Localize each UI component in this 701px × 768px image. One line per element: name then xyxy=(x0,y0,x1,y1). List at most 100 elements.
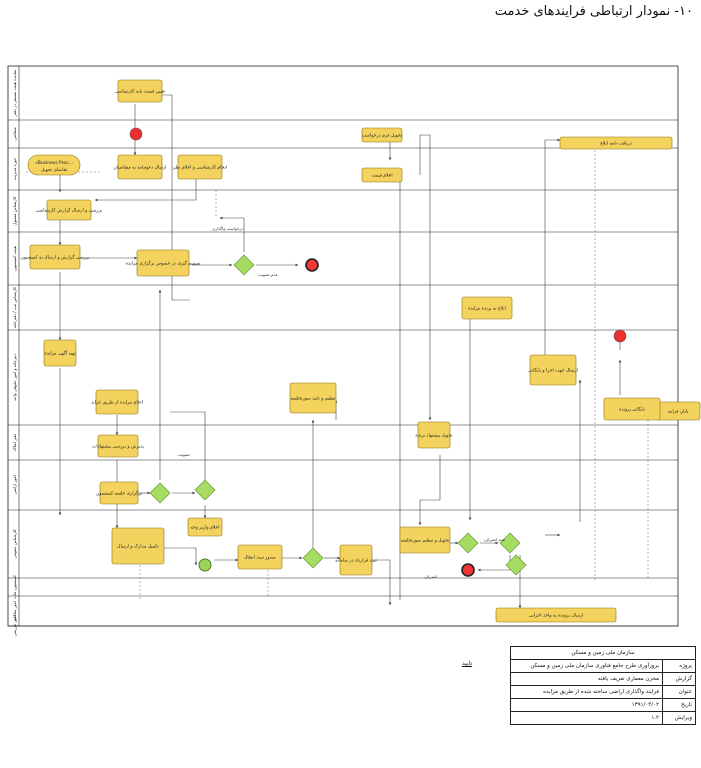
task-box[interactable]: بررسی گزارش و ارسال به کمیسیون xyxy=(21,244,90,270)
flow-line xyxy=(418,455,441,526)
process-tag-line1: «Business Proc... xyxy=(35,160,73,166)
task-label: بررسی و ارسال گزارش کارشناسی xyxy=(36,207,102,214)
flow-line xyxy=(419,134,432,421)
lane-label: کارشناس ثبت / دفترخانه xyxy=(12,287,17,328)
task-label: انجام کارشناسی و اعلام نظر xyxy=(172,165,227,171)
lane-label: دفتر املاک xyxy=(12,433,17,451)
task-box[interactable]: اعلام قیمت xyxy=(361,167,403,183)
flow-label: درخواست واگذاری xyxy=(212,226,243,231)
lane-label: دبیرخانه و امور حقوقی واحد xyxy=(12,354,17,401)
info-value: فرایند واگذاری اراضی ساخته شده از طریق م… xyxy=(510,685,663,699)
task-box[interactable]: ارسال پرونده به واحد اجرایی xyxy=(495,607,617,623)
flow-label: انصراف xyxy=(424,574,437,579)
task-label: ابلاغ به برنده مزایده xyxy=(468,306,506,312)
task-box[interactable]: بایگانی پرونده xyxy=(603,397,661,421)
lane-label: امور اراضی xyxy=(12,475,17,494)
gateway-diamond xyxy=(505,554,527,576)
task-label: تهیه آگهی مزایده xyxy=(44,350,76,357)
task-label: پایان فرایند xyxy=(668,410,690,415)
task-box[interactable]: صدور سند انتقال xyxy=(237,544,283,570)
info-value: بروزآوری طرح جامع فناوری سازمان ملی زمین… xyxy=(510,659,663,673)
flow-line xyxy=(94,172,197,202)
info-value: ۱.۲ xyxy=(510,711,663,725)
task-label: بایگانی پرونده xyxy=(619,406,645,413)
gateway-diamond xyxy=(499,532,521,554)
side-note: تایید xyxy=(462,660,473,667)
task-label: ارسال جهت اجرا و بایگانی xyxy=(528,367,578,374)
flow-line xyxy=(219,216,245,252)
end-event xyxy=(305,258,319,272)
task-label: تنظیم و تایید صورتجلسه xyxy=(290,397,336,402)
task-label: اعلام مزایده از طریق جراید xyxy=(91,401,143,406)
task-label: تحویل فرم درخواست xyxy=(362,134,403,139)
info-key: پروژه xyxy=(662,659,696,673)
task-label: اعلام واریز وجه xyxy=(191,526,220,531)
task-box[interactable]: انجام کارشناسی و اعلام نظر xyxy=(172,154,227,180)
task-box[interactable]: تنظیم و تایید صورتجلسه xyxy=(289,382,336,414)
task-box[interactable]: بررسی و ارسال گزارش کارشناسی xyxy=(36,199,102,221)
task-box[interactable]: پذیرش و بررسی پیشنهادات xyxy=(92,434,145,458)
task-box[interactable]: تصمیم گیری در خصوص برگزاری مزایده xyxy=(126,249,202,277)
gateway-diamond xyxy=(149,482,171,504)
flow-line xyxy=(544,138,561,366)
pool-frame xyxy=(7,65,679,627)
flow-line xyxy=(163,547,198,566)
gateway-diamond xyxy=(194,479,216,501)
info-key: گزارش xyxy=(662,672,696,686)
task-label: صدور سند انتقال xyxy=(244,556,276,561)
flow-line xyxy=(170,411,206,480)
task-box[interactable]: تعیین قیمت پایه کارشناسی xyxy=(115,79,166,103)
lane-label: کارشناس مسئول xyxy=(12,196,17,225)
lane-label: متقاضی xyxy=(12,127,17,140)
gateway-diamond xyxy=(457,532,479,554)
task-label: ثبت قرارداد در سامانه xyxy=(335,559,377,564)
lane-label: حوزه مدیریت xyxy=(12,157,17,180)
task-label: دریافت نامه ابلاغ xyxy=(600,141,632,147)
task-box[interactable]: تحویل فرم درخواست xyxy=(361,127,403,143)
task-box[interactable]: برگزاری جلسه کمیسیون xyxy=(96,481,142,505)
task-label: ارسال پرونده به واحد اجرایی xyxy=(529,614,583,619)
process-tag-line2: تقاضای تحویل xyxy=(41,168,68,173)
task-box[interactable]: اعلام مزایده از طریق جراید xyxy=(91,389,143,415)
task-label: ارسال دعوتنامه به متقاضیان xyxy=(114,166,167,171)
task-box[interactable]: پایان فرایند xyxy=(655,401,701,421)
info-table-header: سازمان ملی زمین و مسکن xyxy=(510,646,696,660)
task-label: تحویل پیشنهاد برنده xyxy=(415,434,453,439)
process-tag[interactable]: «Business Proc... تقاضای تحویل xyxy=(27,154,81,176)
task-box[interactable]: اعلام واریز وجه xyxy=(187,517,223,537)
task-box[interactable]: تهیه آگهی مزایده xyxy=(43,339,76,367)
task-box[interactable]: تکمیل مدارک و ارسال xyxy=(111,527,165,565)
start-event xyxy=(129,127,143,141)
task-box[interactable]: ثبت قرارداد در سامانه xyxy=(335,544,377,576)
task-label: بررسی گزارش و ارسال به کمیسیون xyxy=(21,254,90,261)
gateway-diamond xyxy=(302,547,324,569)
task-box[interactable]: تحویل و تنظیم صورتجلسه xyxy=(399,526,451,554)
task-label: پذیرش و بررسی پیشنهادات xyxy=(92,445,144,450)
task-box[interactable]: دریافت نامه ابلاغ xyxy=(559,136,673,150)
gateway-diamond xyxy=(233,254,255,276)
task-box[interactable]: ارسال جهت اجرا و بایگانی xyxy=(528,354,578,386)
flow-label: عدم انصراف xyxy=(484,537,505,542)
end-event xyxy=(461,563,475,577)
intermediate-event xyxy=(198,558,212,572)
lane-label: امور سامانه xyxy=(12,601,17,621)
task-label: تعیین قیمت پایه کارشناسی xyxy=(115,89,166,95)
lane-label: امور بازرسی xyxy=(12,615,17,636)
lane-label: کمیسیون ماده xyxy=(12,575,17,599)
page-title: ۱۰- نمودار ارتباطی فرایندهای خدمت xyxy=(494,4,693,19)
task-box[interactable]: ارسال دعوتنامه به متقاضیان xyxy=(114,154,167,180)
task-box[interactable]: ابلاغ به برنده مزایده xyxy=(461,296,513,320)
task-label: تحویل و تنظیم صورتجلسه xyxy=(401,539,450,544)
info-key: تاریخ xyxy=(662,698,696,712)
start-event xyxy=(613,329,627,343)
info-value: مخزن معماری تعریف یافته xyxy=(510,672,663,686)
flow-line xyxy=(477,555,511,572)
info-key: ویرایش xyxy=(662,711,696,725)
lane-label: کارشناس عمومی xyxy=(12,529,17,558)
task-label: اعلام قیمت xyxy=(371,174,392,179)
flow-label: تصویب xyxy=(178,452,190,457)
task-box[interactable]: تحویل پیشنهاد برنده xyxy=(415,421,453,449)
task-label: تکمیل مدارک و ارسال xyxy=(117,544,159,550)
